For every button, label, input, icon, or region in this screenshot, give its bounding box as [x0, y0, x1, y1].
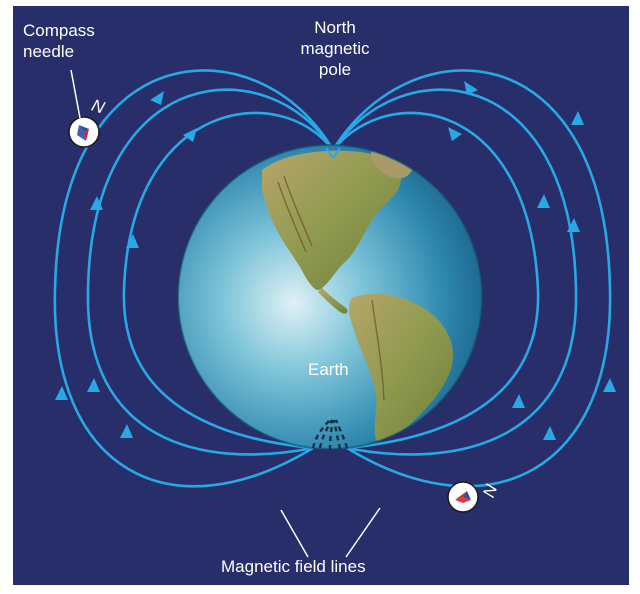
arrow-icon [543, 426, 556, 440]
field-line-left-inner [122, 111, 335, 450]
field-lines-left [53, 69, 335, 488]
arrow-icon [126, 234, 139, 248]
north-america-landmass [262, 150, 401, 291]
leader-line-field-left [280, 509, 309, 558]
arrow-icon [183, 128, 197, 142]
compass-icon [68, 116, 100, 148]
field-line-left-outer [53, 69, 335, 488]
arrow-icon [603, 378, 616, 392]
compass-needle-label: Compass needle [23, 20, 95, 62]
south-america-landmass [349, 293, 454, 443]
field-lines-right [331, 69, 612, 488]
magnetic-field-lines-label: Magnetic field lines [221, 557, 366, 576]
arrow-icon [567, 218, 580, 232]
compass-needle-label-line: Compass [23, 21, 95, 40]
field-arrows [55, 81, 616, 440]
central-america-landmass [318, 288, 348, 314]
leader-line-field-right [345, 507, 381, 558]
field-line-right-mid [331, 88, 578, 456]
arrow-icon [150, 91, 164, 105]
arrow-icon [90, 196, 103, 210]
field-line-right-outer [331, 69, 612, 488]
arrow-icon [464, 81, 478, 95]
field-line-right-inner [331, 111, 540, 450]
north-magnetic-pole-label: North magnetic pole [300, 17, 370, 80]
north-magnetic-pole-label-line: pole [318, 60, 352, 79]
south-pole-field-convergence [311, 419, 349, 451]
leader-line-compass [70, 69, 81, 119]
arrow-icon [55, 386, 68, 400]
arrow-icon [512, 394, 525, 408]
arrow-icon [448, 127, 462, 141]
leader-lines [70, 69, 381, 558]
compass-icon [447, 481, 479, 513]
earth-globe [177, 144, 483, 450]
arrow-icon [571, 111, 584, 125]
arrow-icon [87, 378, 100, 392]
arrow-icon [120, 424, 133, 438]
earth-label: Earth [308, 360, 349, 379]
field-line-left-mid [86, 88, 335, 456]
north-magnetic-pole-label-line: magnetic [300, 39, 370, 58]
arrow-icon [537, 194, 550, 208]
compass-needle-label-line: needle [23, 42, 75, 61]
north-magnetic-pole-label-line: North [314, 18, 356, 37]
north-pole-convergence [325, 147, 341, 159]
